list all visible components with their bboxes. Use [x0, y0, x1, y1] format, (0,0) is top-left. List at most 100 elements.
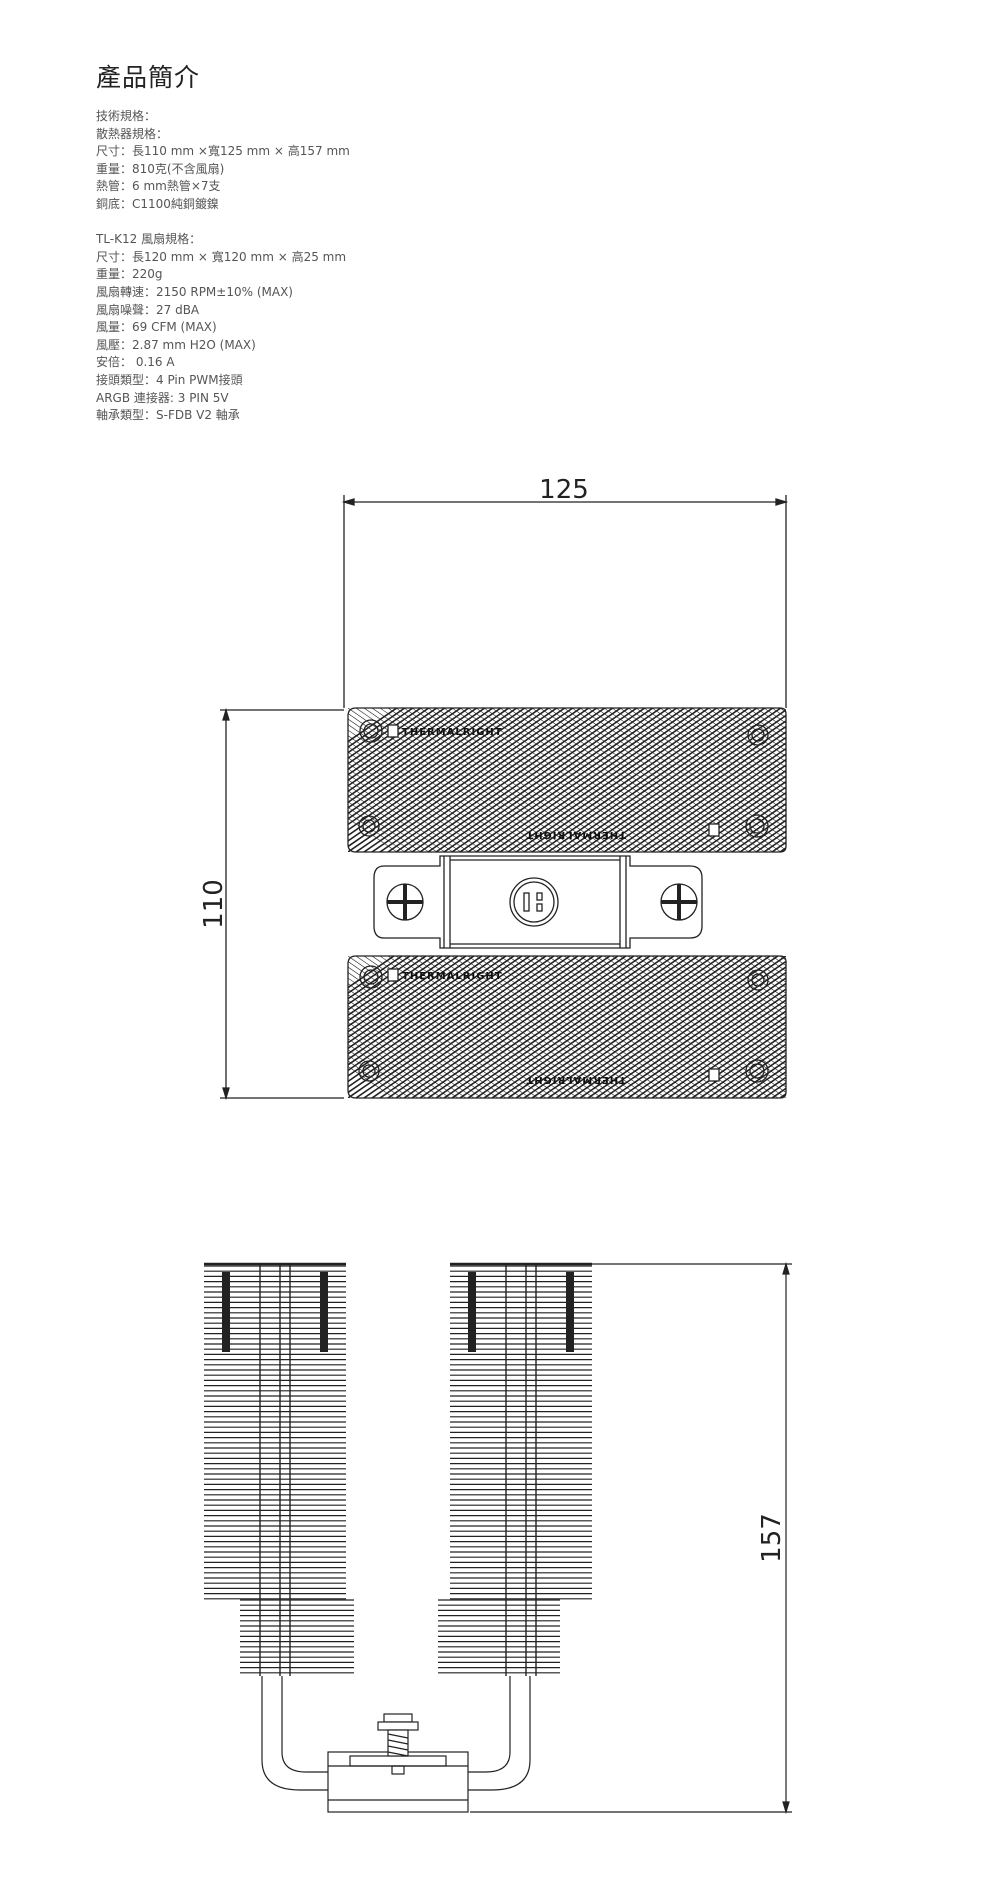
fin-stripe	[348, 708, 453, 852]
fan-spec-line: 風扇噪聲：27 dBA	[96, 302, 200, 317]
fin-stripe	[731, 708, 786, 852]
fan-spec-line: 軸承類型：S-FDB V2 軸承	[96, 408, 240, 423]
fin-stripe	[723, 708, 786, 852]
fin-stripe	[348, 956, 515, 1098]
fin-stripe	[739, 956, 786, 1098]
fin-stripe	[507, 708, 717, 852]
fin-stripe	[788, 956, 994, 1098]
heatsink-spec-line: 散熱器規格：	[96, 126, 169, 141]
fin-stripe	[820, 708, 1000, 852]
fin-stripe	[707, 956, 786, 1098]
fin-stripe	[651, 956, 786, 1098]
fin-stripe	[348, 956, 499, 1098]
heatsink-spec-line: 尺寸：長110 mm ×寬125 mm × 高157 mm	[96, 144, 350, 159]
fan-spec-line: ARGB 連接器: 3 PIN 5V	[96, 390, 229, 405]
fin-stripe	[403, 708, 613, 852]
fin-stripe	[796, 708, 1000, 852]
fin-stripe	[348, 956, 475, 1098]
fin-stripe	[523, 956, 731, 1098]
brand-logo-icon	[387, 968, 399, 982]
fin-stripe	[348, 708, 509, 852]
fin-stripe	[348, 956, 451, 1098]
fin-stripe	[348, 708, 485, 852]
fin-stripe	[348, 708, 533, 852]
fin-stripe	[523, 708, 733, 852]
fan-spec-line: 風扇轉速：2150 RPM±10% (MAX)	[96, 284, 293, 299]
fin-stripe	[739, 708, 786, 852]
fin-stripe	[812, 708, 1000, 852]
fin-stripe	[747, 708, 786, 852]
fin-stripe	[779, 956, 786, 1098]
mounting-hole-inner	[363, 723, 379, 739]
fin-stripe	[820, 708, 1000, 852]
fin-stripe	[419, 708, 629, 852]
fin-stripe	[627, 956, 786, 1098]
fin-stripe	[348, 956, 547, 1098]
fin-stripe	[348, 956, 403, 1098]
fin-stripe	[691, 956, 786, 1098]
fin-stripe	[499, 956, 707, 1098]
brand-logo-icon	[708, 1068, 720, 1082]
mounting-hole	[745, 814, 769, 838]
fin-stack-top: THERMALRIGHT THERMALRIGHT	[347, 707, 1000, 853]
fin-stripe	[348, 956, 395, 1098]
heatsink-spec-line: 技術規格：	[96, 109, 157, 123]
fin-stripe	[739, 956, 786, 1098]
fin-stripe	[348, 708, 429, 852]
fin-stripe	[571, 956, 779, 1098]
fin-stripe	[348, 956, 403, 1098]
fin-stripe	[348, 708, 406, 852]
fin-stripe	[348, 956, 483, 1098]
fin-stripe	[555, 708, 765, 852]
fan-spec-line: 風壓：2.87 mm H2O (MAX)	[96, 337, 256, 352]
fin-stripe	[763, 956, 786, 1098]
fin-stripe	[515, 708, 725, 852]
fin-stripe	[348, 708, 517, 852]
width-label: 125	[539, 475, 589, 505]
fin-stripe	[739, 708, 786, 852]
fin-stripe	[507, 956, 715, 1098]
spec-title: 產品簡介	[96, 63, 201, 92]
fin-stripe	[603, 708, 786, 852]
mounting-hole-inner	[362, 819, 376, 833]
fin-stripe	[348, 708, 461, 852]
length-arrows	[222, 707, 230, 1101]
fin-stripe	[796, 956, 1000, 1098]
fin-stripe	[348, 708, 469, 852]
fin-stripe	[483, 956, 691, 1098]
fin-stripe	[348, 708, 413, 852]
fin-stripe	[499, 708, 709, 852]
fin-stripe	[796, 708, 1000, 852]
fin-stripe	[635, 956, 786, 1098]
fin-stripe	[348, 956, 427, 1098]
fin-stripe	[788, 708, 997, 852]
fin-stripe	[348, 708, 493, 852]
spec-section: 產品簡介 技術規格： 散熱器規格： 尺寸：長110 mm ×寬125 mm × …	[96, 58, 516, 425]
fin-stripe	[707, 708, 786, 852]
mounting-hole-inner	[751, 973, 765, 987]
mounting-hole-inner	[749, 1063, 765, 1079]
fin-stripe	[779, 956, 786, 1098]
fin-stripe	[491, 708, 701, 852]
fin-stripe	[348, 956, 531, 1098]
fin-stripe	[779, 708, 786, 852]
fin-stripe	[804, 956, 1000, 1098]
fin-stripe	[475, 708, 685, 852]
heatsink-spec-line: 熱管：6 mm熱管×7支	[96, 179, 221, 194]
fin-stripe	[443, 708, 653, 852]
fin-stripe	[371, 956, 579, 1098]
fin-stripe	[403, 956, 611, 1098]
fin-stripe	[643, 956, 786, 1098]
fin-stripe	[755, 956, 786, 1098]
fan-spec-line: 風量：69 CFM (MAX)	[96, 320, 217, 335]
left-fin-tower	[204, 1262, 354, 1676]
fin-stripe	[812, 956, 1000, 1098]
heatsink-spec-list: 技術規格： 散熱器規格： 尺寸：長110 mm ×寬125 mm × 高157 …	[96, 108, 516, 214]
fin-stripe	[395, 708, 605, 852]
top-view: THERMALRIGHT THERMALRIGHT	[220, 495, 1000, 1101]
mounting-hole	[359, 719, 383, 743]
fin-stripe	[820, 956, 1000, 1098]
fin-stripe	[771, 708, 786, 852]
fin-stripe	[723, 956, 786, 1098]
fin-stripe	[715, 708, 786, 852]
